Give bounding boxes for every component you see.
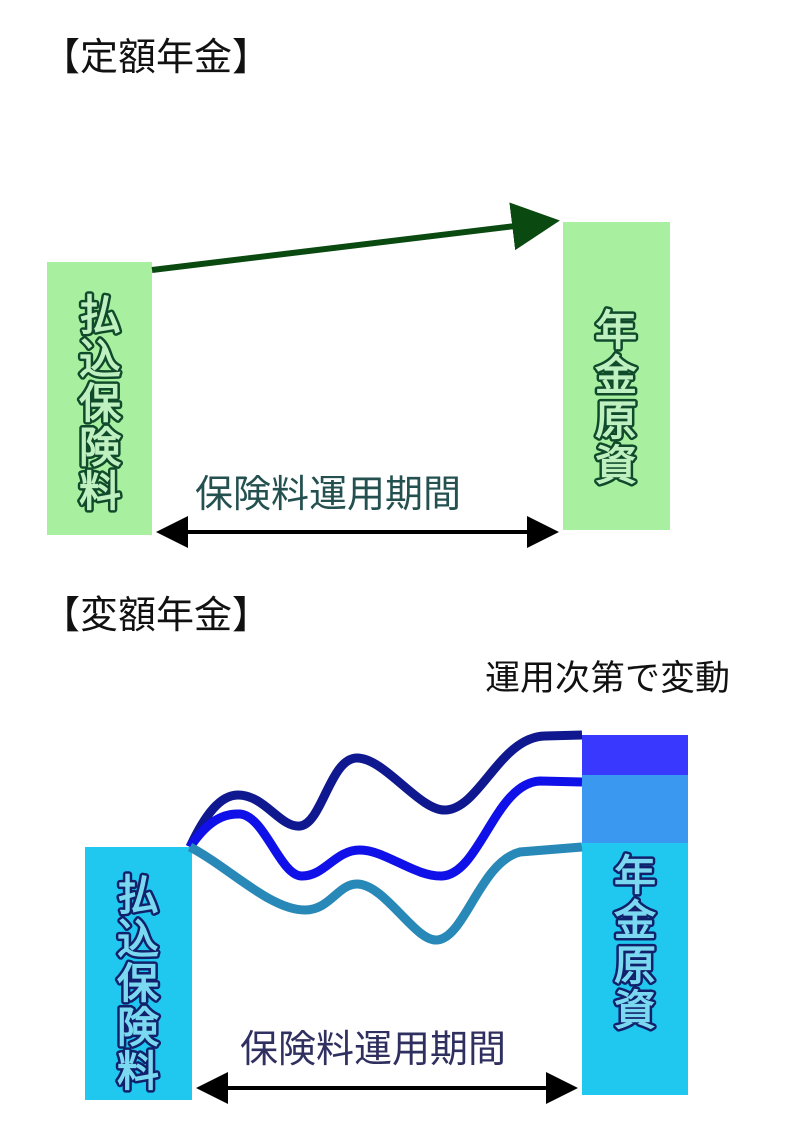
char: 保 — [117, 959, 160, 1008]
char: 込 — [79, 335, 121, 384]
char: 料 — [79, 467, 121, 516]
char: 原 — [595, 396, 637, 445]
variable-period-label: 保険料運用期間 — [240, 1027, 506, 1071]
char: 険 — [79, 423, 122, 472]
fixed-left-box-label: 払 込 保 険 料 — [76, 289, 124, 519]
fixed-right-box-label: 年 金 原 資 — [591, 304, 640, 493]
char: 年 — [614, 851, 656, 900]
high-return-line — [185, 730, 583, 849]
char: 金 — [613, 896, 657, 945]
char: 保 — [79, 379, 122, 428]
char: 険 — [117, 1003, 160, 1052]
variable-note: 運用次第で変動 — [485, 659, 730, 699]
fixed-pension-fund-box — [563, 222, 670, 530]
char: 込 — [117, 915, 159, 964]
low-return-line — [187, 842, 583, 945]
variable-fund-high-segment — [582, 735, 688, 775]
char: 資 — [595, 441, 637, 490]
char: 払 — [117, 871, 159, 920]
fixed-period-label: 保険料運用期間 — [195, 472, 461, 516]
char: 資 — [614, 986, 656, 1035]
fixed-annuity-title: 【定額年金】 — [42, 35, 270, 79]
char: 原 — [614, 941, 656, 990]
fixed-paid-premium-box — [47, 262, 152, 535]
char: 料 — [117, 1047, 159, 1096]
char: 年 — [595, 306, 637, 355]
char: 払 — [79, 291, 121, 340]
variable-right-box-label: 年 金 原 資 — [610, 849, 659, 1038]
variable-pension-fund-box — [582, 843, 688, 1095]
variable-left-box-label: 払 込 保 険 料 — [114, 869, 162, 1099]
char: 金 — [594, 351, 638, 400]
variable-fund-mid-segment — [582, 775, 688, 843]
variable-paid-premium-box — [85, 847, 192, 1100]
growth-arrow — [151, 202, 560, 273]
variable-annuity-title: 【変額年金】 — [42, 593, 270, 637]
mid-return-line — [186, 776, 583, 881]
